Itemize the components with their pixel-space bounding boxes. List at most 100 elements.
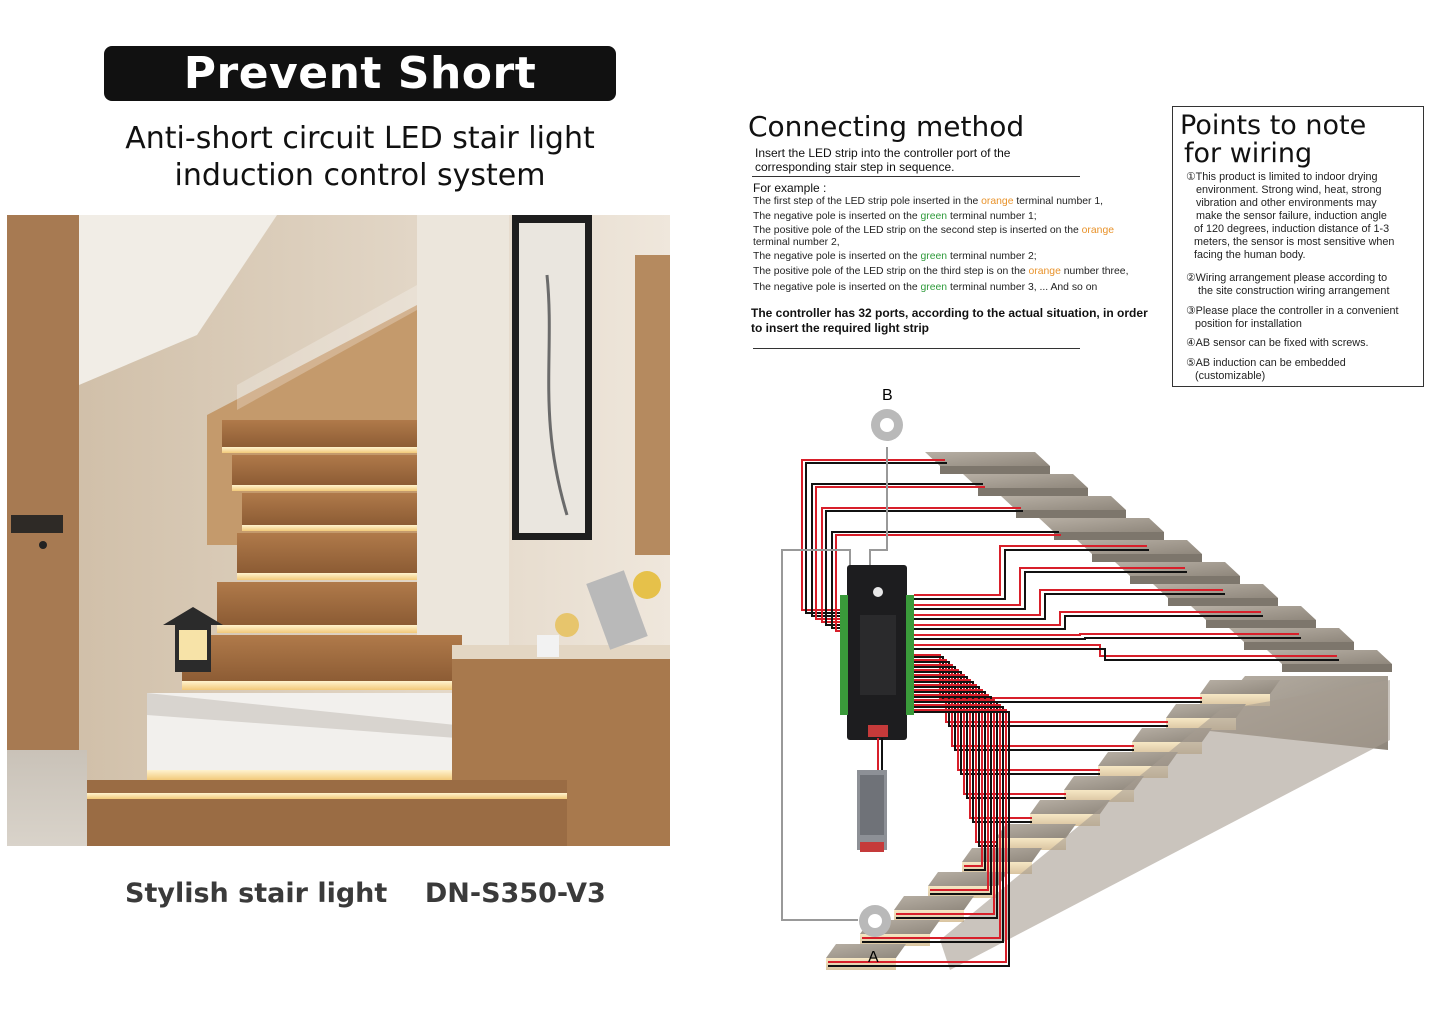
stair-riser [1016, 510, 1126, 518]
example-text: The negative pole is inserted on the [753, 282, 921, 293]
positive-wire [815, 486, 985, 620]
note-line: environment. Strong wind, heat, strong [1196, 184, 1382, 196]
stair-riser [1092, 554, 1202, 562]
orange-word: orange [1028, 266, 1061, 277]
negative-wire [914, 648, 1339, 661]
negative-wire [914, 666, 1134, 751]
stair-step [963, 474, 1088, 488]
negative-wire [914, 671, 1100, 775]
stair-step [894, 896, 974, 910]
note-item-4: ④AB sensor can be fixed with screws. [1186, 337, 1422, 350]
connecting-method-intro: Insert the LED strip into the controller… [755, 146, 1075, 174]
ports-note-line-2: to insert the required light strip [751, 321, 930, 335]
notes-title-line-1: Points to note [1180, 110, 1367, 141]
stair-riser [1054, 532, 1164, 540]
note-line: ③Please place the controller in a conven… [1186, 305, 1399, 317]
headline-badge: Prevent Short circuit [104, 46, 616, 154]
example-line-7: The negative pole is inserted on the gre… [753, 281, 1153, 294]
note-item-1: ①This product is limited to indoor dryin… [1186, 171, 1422, 262]
negative-wire [914, 696, 992, 895]
positive-wire [914, 694, 989, 891]
note-line: the site construction wiring arrangement [1198, 285, 1390, 297]
example-text: The negative pole is inserted on the [753, 211, 921, 222]
subtitle-line-1: Anti-short circuit LED stair light [125, 121, 595, 156]
product-caption: Stylish stair light DN-S350-V3 [125, 878, 606, 909]
green-word: green [920, 251, 948, 262]
stair-step [1039, 518, 1164, 532]
notes-box [1172, 106, 1424, 387]
negative-wire [914, 691, 986, 871]
stair-riser [940, 466, 1050, 474]
divider-line [752, 176, 1080, 177]
negative-wire [896, 701, 998, 919]
power-supply [857, 738, 887, 852]
positive-wire [914, 633, 1299, 636]
note-line: ①This product is limited to indoor dryin… [1186, 171, 1378, 183]
example-text: terminal number 3, ... And so on [947, 282, 1098, 293]
note-item-2: ②Wiring arrangement please according to … [1186, 272, 1422, 298]
ports-note: The controller has 32 ports, according t… [751, 306, 1171, 336]
example-line-5: The negative pole is inserted on the gre… [753, 250, 1153, 263]
example-line-6: The positive pole of the LED strip on th… [753, 265, 1153, 278]
stair-riser [1244, 642, 1354, 650]
example-text: terminal number 1, [1013, 196, 1104, 207]
sensor-a-label: A [868, 949, 879, 966]
positive-wire [828, 709, 1007, 963]
negative-wire [914, 615, 1263, 630]
negative-wire [828, 711, 1010, 967]
note-item-5: ⑤AB induction can be embedded (customiza… [1186, 357, 1422, 383]
positive-wire [835, 534, 1061, 632]
intro-line-1: Insert the LED strip into the controller… [755, 146, 1011, 160]
note-line: ②Wiring arrangement please according to [1186, 272, 1388, 284]
stair-step [1200, 680, 1280, 694]
stair-step [1030, 800, 1110, 814]
positive-wire [914, 669, 1100, 771]
note-line: position for installation [1195, 318, 1302, 330]
negative-wire [862, 706, 1004, 943]
note-line: (customizable) [1195, 370, 1266, 382]
example-text: terminal number 2, [753, 237, 840, 248]
negative-wire [914, 571, 1187, 610]
example-text: terminal number 1; [947, 211, 1037, 222]
stair-step [1064, 776, 1144, 790]
note-line: of 120 degrees, induction distance of 1-… [1194, 223, 1390, 235]
stair-step [996, 824, 1076, 838]
positive-wire [862, 704, 1001, 939]
sensor-b-label: B [882, 387, 893, 404]
stair-photo [7, 215, 670, 846]
stair-riser [1206, 620, 1316, 628]
negative-wire [914, 637, 1301, 640]
subtitle: Anti-short circuit LED stair light induc… [90, 120, 630, 194]
positive-wire [914, 689, 983, 867]
negative-wire [914, 593, 1225, 620]
staircase [826, 452, 1392, 970]
subtitle-line-2: induction control system [174, 158, 546, 193]
note-line: ④AB sensor can be fixed with screws. [1186, 337, 1369, 349]
positive-wire [896, 699, 995, 915]
stair-step [925, 452, 1050, 466]
note-line: vibration and other environments may [1196, 197, 1377, 209]
negative-wire [914, 549, 1149, 600]
example-line-3: The positive pole of the LED strip on th… [753, 224, 1153, 237]
orange-word: orange [981, 196, 1014, 207]
intro-line-2: corresponding stair step in sequence. [755, 160, 955, 174]
stair-step [1001, 496, 1126, 510]
green-word: green [920, 211, 948, 222]
stair-riser-lit [826, 958, 896, 970]
example-text: The first step of the LED strip pole ins… [753, 196, 982, 207]
stair-step [826, 944, 906, 958]
note-line: meters, the sensor is most sensitive whe… [1194, 236, 1395, 248]
negative-wire [914, 676, 1066, 799]
example-line-2: The negative pole is inserted on the gre… [753, 210, 1153, 223]
stair-riser-lit [1200, 694, 1270, 706]
positive-wire [914, 589, 1223, 616]
green-word: green [920, 282, 948, 293]
note-item-3: ③Please place the controller in a conven… [1186, 305, 1422, 331]
positive-wire [914, 644, 1337, 657]
connecting-method-title: Connecting method [748, 110, 1025, 143]
example-text: The positive pole of the LED strip on th… [753, 225, 1082, 236]
positive-wire [914, 567, 1185, 606]
sensor-a [859, 905, 891, 937]
orange-word: orange [1081, 225, 1115, 236]
sensor-a-wire [781, 549, 858, 921]
